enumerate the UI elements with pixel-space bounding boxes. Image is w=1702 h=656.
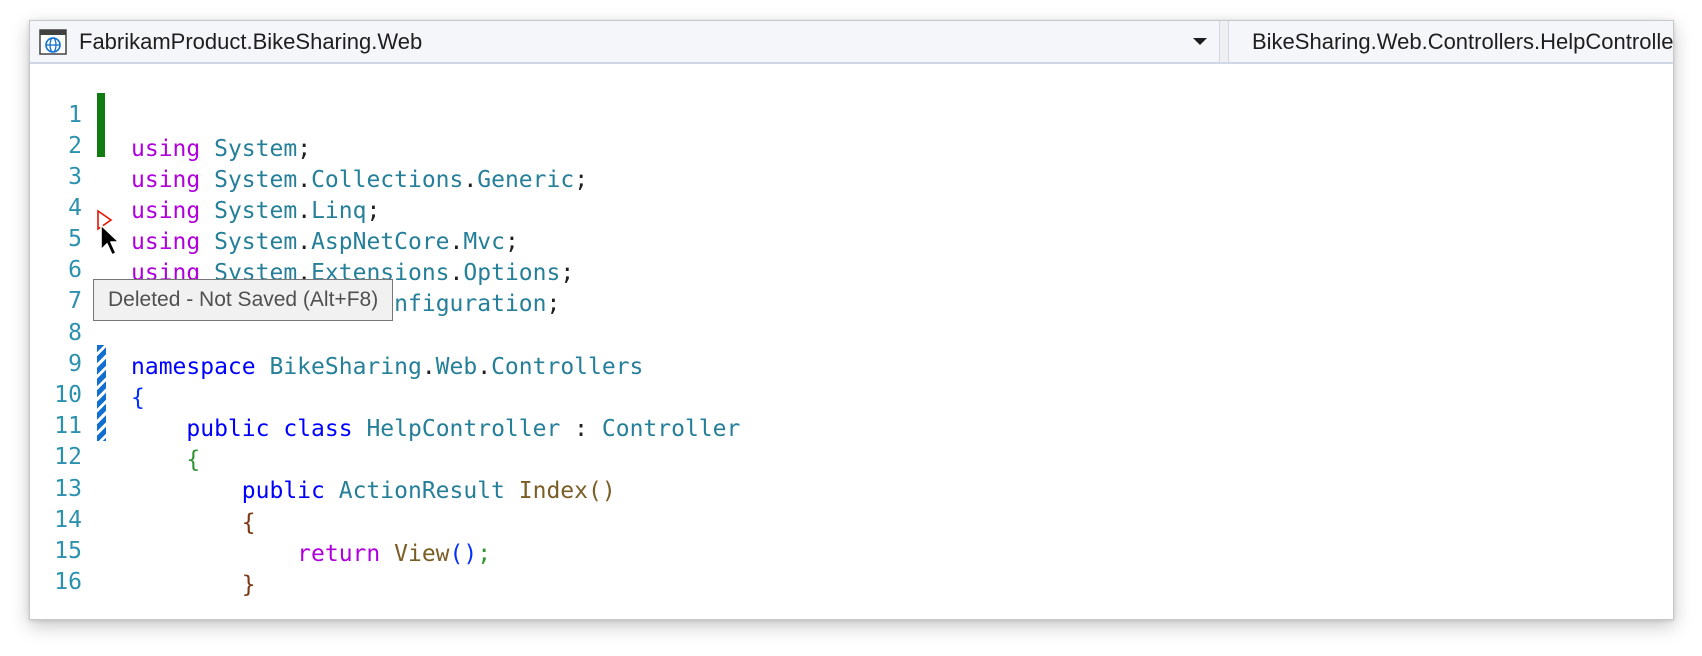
namespace-token: System (214, 136, 298, 162)
line-number: 5 (68, 226, 82, 252)
punctuation: . (297, 198, 312, 224)
keyword: public (241, 478, 325, 504)
line-number: 10 (54, 382, 82, 408)
namespace-token: Linq (311, 198, 367, 224)
line-number: 3 (68, 164, 82, 190)
project-name: FabrikamProduct.BikeSharing.Web (79, 28, 423, 54)
keyword: public (186, 416, 270, 442)
punctuation: ; (297, 136, 312, 162)
code-line: 9 { (30, 313, 1673, 411)
punctuation: ; (560, 260, 575, 286)
navbar-splitter[interactable] (1219, 21, 1229, 62)
punctuation: . (297, 229, 312, 255)
line-number: 7 (68, 288, 82, 314)
line-number: 13 (54, 476, 82, 502)
line-number: 14 (54, 507, 82, 533)
namespace-token: Controllers (491, 354, 644, 380)
punctuation: . (297, 167, 312, 193)
line-number: 12 (54, 444, 82, 470)
code-line: 10 public class HelpController : Control… (30, 344, 1673, 442)
code-editor-window: FabrikamProduct.BikeSharing.Web BikeShar… (29, 20, 1674, 620)
type-token: ActionResult (338, 478, 505, 504)
code-line: 15 } (30, 500, 1673, 598)
keyword: using (131, 167, 201, 193)
type-token: Controller (601, 416, 741, 442)
keyword: return (297, 541, 381, 567)
line-number: 1 (68, 102, 82, 128)
code-line: 4 using System.AspNetCore.Mvc; (30, 157, 1673, 255)
code-line: 2 using System.Collections.Generic; (30, 95, 1673, 193)
code-line: 12 public ActionResult Index() (30, 406, 1673, 504)
code-line: 16 (30, 531, 1673, 595)
namespace-token: AspNetCore (311, 229, 450, 255)
namespace-token: Web (435, 354, 478, 380)
type-scope-name: BikeSharing.Web.Controllers.HelpControll… (1252, 28, 1673, 54)
navigation-bar: FabrikamProduct.BikeSharing.Web BikeShar… (30, 21, 1673, 64)
brace: { (186, 447, 201, 473)
punctuation: ; (504, 229, 519, 255)
project-dropdown[interactable]: FabrikamProduct.BikeSharing.Web (30, 21, 1216, 62)
punctuation: () (588, 478, 616, 504)
punctuation: . (477, 354, 492, 380)
deleted-not-saved-tooltip: Deleted - Not Saved (Alt+F8) (93, 279, 394, 321)
keyword: using (131, 136, 201, 162)
punctuation: ; (574, 167, 589, 193)
namespace-token: System (214, 167, 298, 193)
code-editor[interactable]: 1 using System; 2 using System.Collectio… (30, 64, 1673, 619)
mouse-pointer-icon (100, 224, 120, 256)
line-number: 2 (68, 133, 82, 159)
code-line: 14 return View(); (30, 469, 1673, 567)
punctuation: ; (366, 198, 381, 224)
type-token: HelpController (366, 416, 561, 442)
line-number: 16 (54, 569, 82, 595)
namespace-token: Collections (311, 167, 464, 193)
punctuation: ; (477, 541, 492, 567)
line-number: 8 (68, 320, 82, 346)
namespace-token: System (214, 198, 298, 224)
code-line: 7 (30, 250, 1673, 314)
chevron-down-icon[interactable] (1193, 38, 1207, 45)
line-number: 4 (68, 195, 82, 221)
code-line: 11 { (30, 375, 1673, 473)
punctuation: . (449, 260, 464, 286)
saved-change-indicator (97, 93, 105, 157)
line-number: 15 (54, 538, 82, 564)
line-number: 9 (68, 351, 82, 377)
namespace-token: System (214, 229, 298, 255)
code-line: 3 using System.Linq; (30, 126, 1673, 224)
line-number: 11 (54, 413, 82, 439)
punctuation: . (449, 229, 464, 255)
code-line: 8 namespace BikeSharing.Web.Controllers (30, 282, 1673, 380)
keyword: using (131, 198, 201, 224)
code-line: 6 using System.Web.Configuration; (30, 219, 1673, 317)
brace: { (131, 385, 145, 411)
line-number: 6 (68, 257, 82, 283)
punctuation: : (560, 416, 602, 442)
code-line: 5 using System.Extensions.Options; (30, 188, 1673, 286)
method-name: Index (518, 478, 589, 504)
brace: { (241, 510, 256, 536)
namespace-token: Configuration (366, 291, 547, 317)
keyword: class (283, 416, 353, 442)
type-scope-dropdown[interactable]: BikeSharing.Web.Controllers.HelpControll… (1232, 21, 1673, 62)
keyword: using (131, 229, 201, 255)
unsaved-change-indicator (97, 345, 106, 441)
namespace-token: Options (463, 260, 561, 286)
namespace-token: Mvc (463, 229, 505, 255)
brace: } (241, 572, 256, 598)
namespace-token: Generic (477, 167, 575, 193)
punctuation: . (463, 167, 478, 193)
code-line: 1 using System; (30, 64, 1673, 162)
code-line: 13 { (30, 438, 1673, 536)
namespace-token: BikeSharing (269, 354, 422, 380)
method-name: View (394, 541, 450, 567)
keyword: namespace (131, 354, 256, 380)
punctuation: ; (546, 291, 561, 317)
punctuation: . (421, 354, 436, 380)
punctuation: () (449, 541, 478, 567)
web-project-icon (39, 28, 67, 55)
